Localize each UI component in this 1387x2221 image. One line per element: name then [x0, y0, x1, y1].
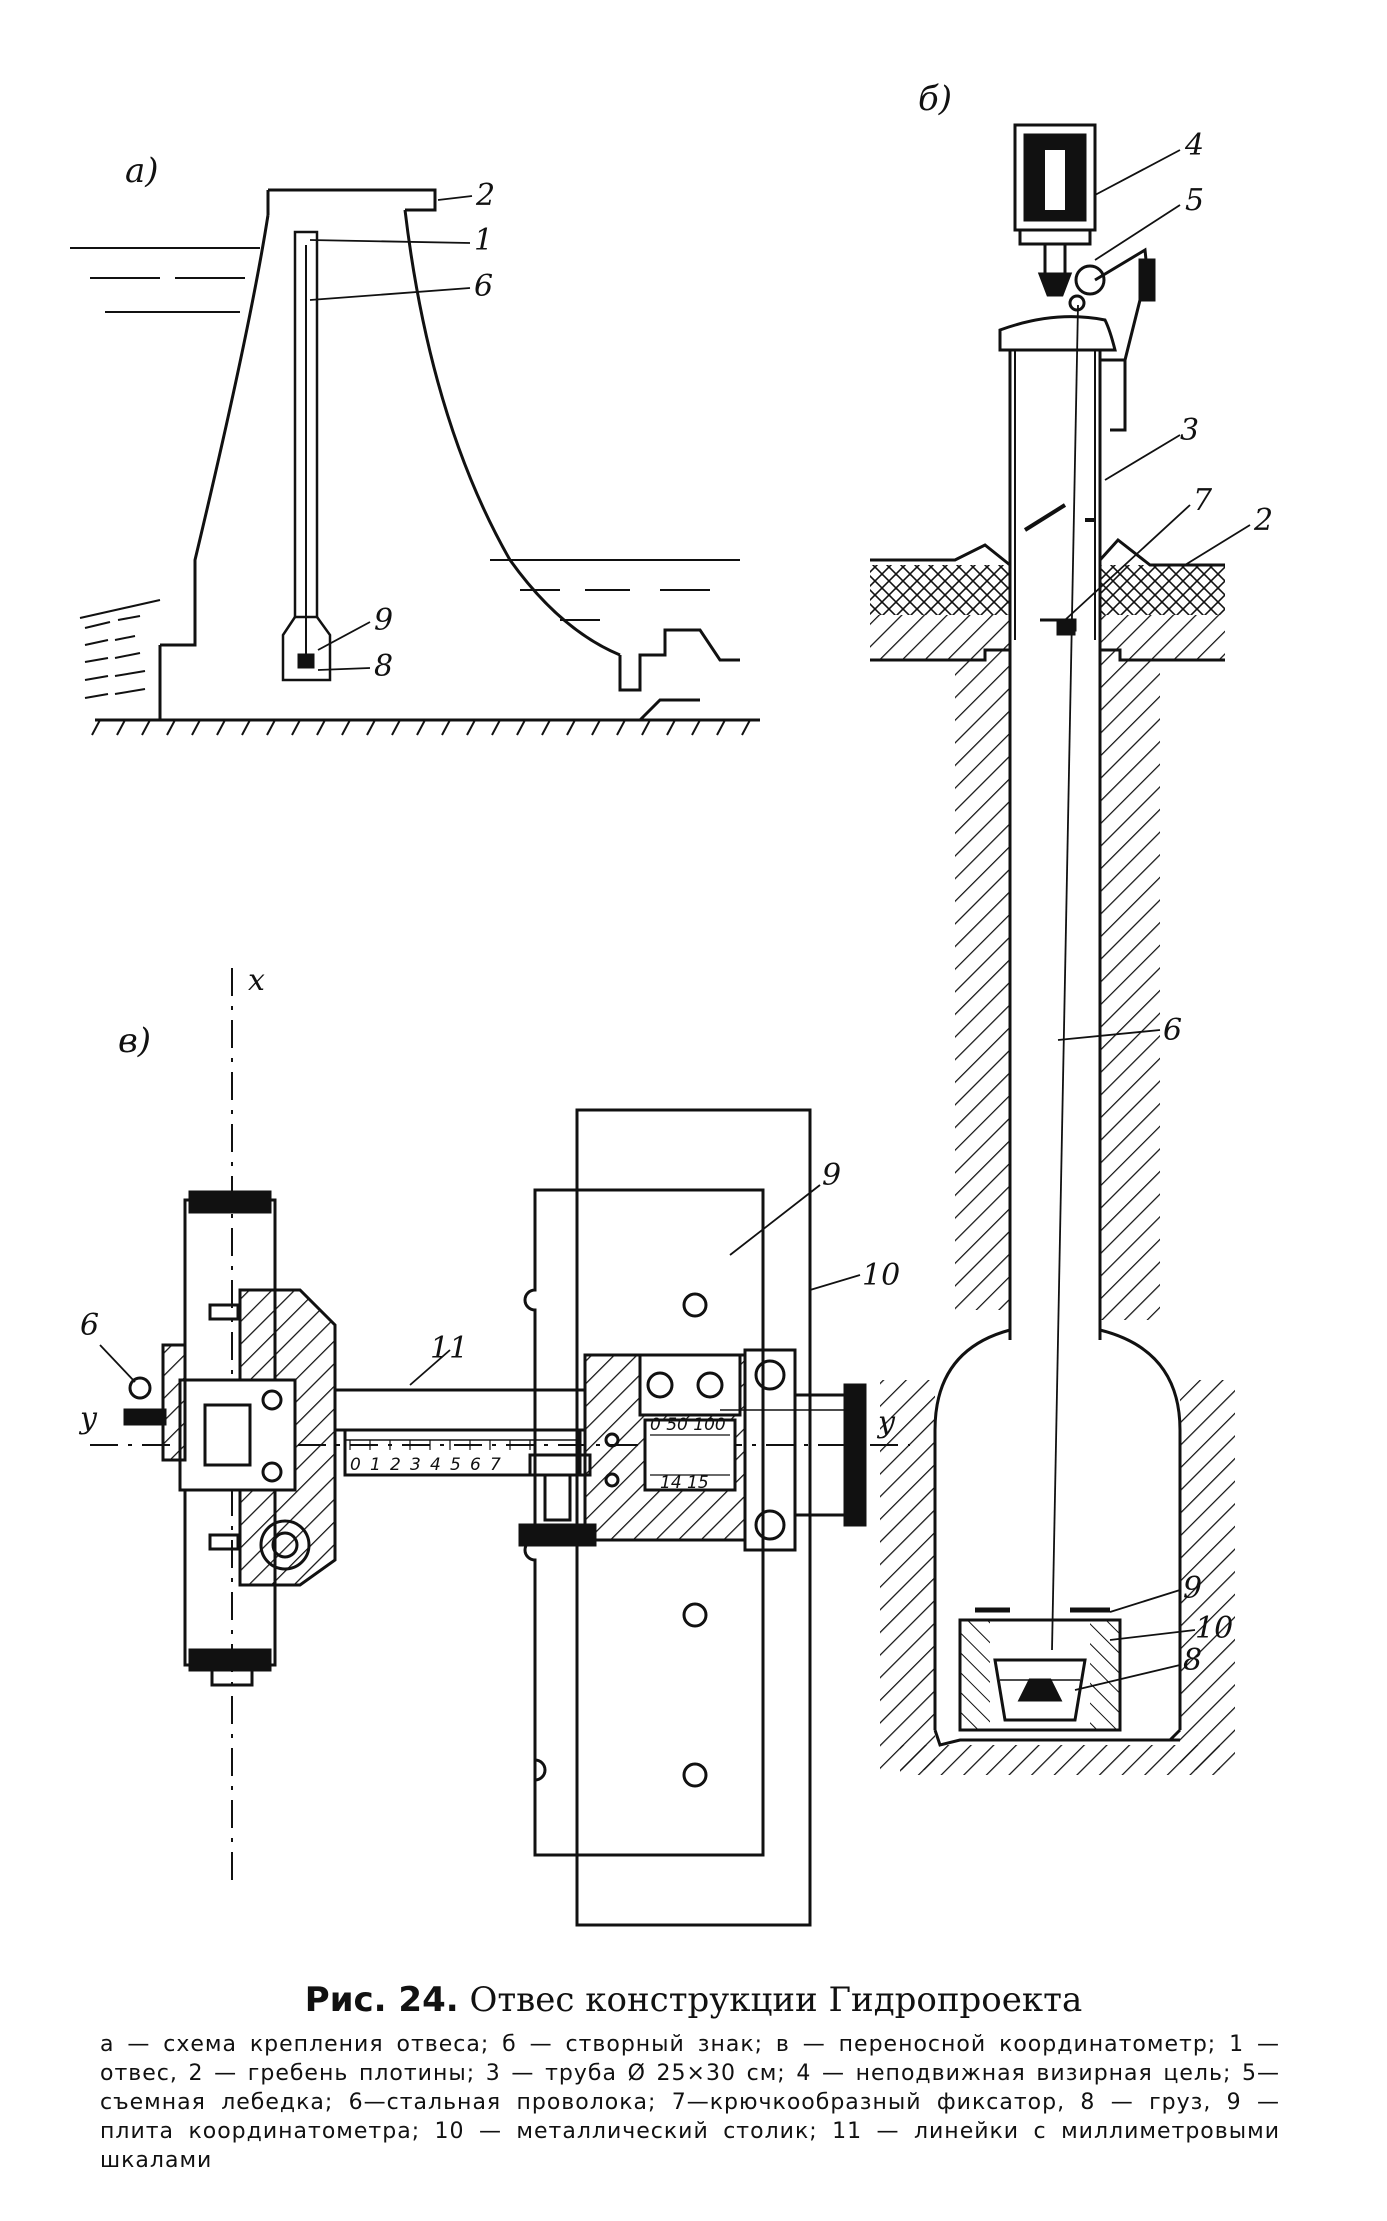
label-b-10: 10: [1195, 1611, 1233, 1646]
axis-y-left-label: y: [78, 1401, 98, 1436]
main-ruler-7: 7: [490, 1455, 501, 1475]
caption-title-text: Отвес конструкции Гидропроекта: [469, 1980, 1083, 2020]
label-b-4: 4: [1184, 128, 1204, 163]
label-b-2: 2: [1253, 503, 1273, 538]
label-b-8: 8: [1183, 1643, 1202, 1678]
main-ruler-6: 6: [470, 1455, 481, 1475]
label-a-1: 1: [474, 223, 493, 258]
caption-text: а — схема крепления отвеса; б — створный…: [100, 2032, 1280, 2173]
main-ruler-4: 4: [430, 1455, 441, 1475]
panel-v-coordinatometer: в) x y y 6: [78, 963, 910, 1927]
upstream-water: [70, 247, 260, 313]
label-a-8: 8: [374, 649, 393, 684]
label-b-7: 7: [1193, 483, 1213, 518]
caption-title: Рис. 24. Отвес конструкции Гидропроекта: [0, 1980, 1387, 2020]
label-b-9: 9: [1183, 1571, 1202, 1606]
panel-b-shaft: б): [870, 79, 1273, 1775]
label-a-9: 9: [374, 603, 393, 638]
axis-y-right-label: y: [876, 1405, 896, 1440]
label-a-2: 2: [475, 178, 495, 213]
axis-x-label: x: [248, 963, 265, 998]
left-soil: [79, 599, 161, 699]
main-ruler-0: 0: [350, 1455, 361, 1475]
label-a-6: 6: [474, 269, 493, 304]
vernier-top-scale: 0 50 100: [650, 1415, 726, 1435]
label-b-5: 5: [1185, 183, 1204, 218]
label-b-3: 3: [1180, 413, 1199, 448]
panel-a-dam: а): [70, 151, 760, 736]
panel-v-label: в): [118, 1021, 151, 1061]
label-b-6: 6: [1163, 1013, 1182, 1048]
vernier-bottom-scale: 14 15: [660, 1473, 709, 1493]
label-v-6: 6: [80, 1308, 99, 1343]
main-ruler-5: 5: [450, 1455, 461, 1475]
main-ruler-1: 1: [370, 1455, 381, 1475]
main-ruler-3: 3: [410, 1455, 421, 1475]
label-v-11: 11: [430, 1331, 468, 1366]
downstream-water: [490, 559, 740, 621]
panel-b-label: б): [918, 79, 952, 119]
label-v-9: 9: [822, 1158, 841, 1193]
label-v-10: 10: [862, 1258, 900, 1293]
caption-number: Рис. 24.: [304, 1980, 459, 2020]
main-ruler-scale: 0 1 2 3 4 5 6 7: [350, 1455, 501, 1475]
panel-a-label: а): [125, 151, 159, 191]
main-ruler-2: 2: [390, 1455, 401, 1475]
